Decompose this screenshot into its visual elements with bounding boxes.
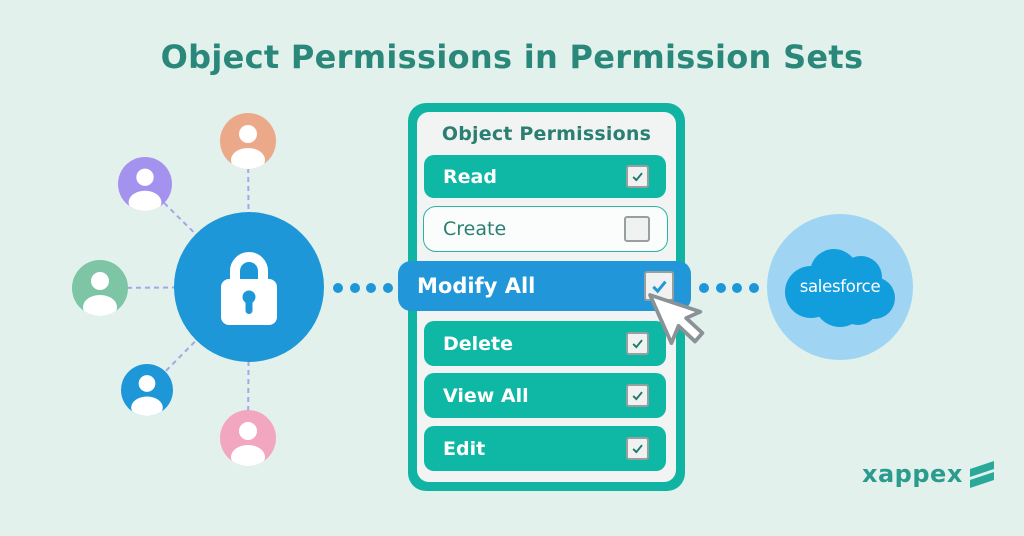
checkbox-create-unchecked[interactable] bbox=[624, 216, 650, 242]
checkbox-edit-checked[interactable] bbox=[626, 437, 649, 460]
permission-label: Delete bbox=[443, 332, 514, 355]
checkbox-delete-checked[interactable] bbox=[626, 332, 649, 355]
permission-row-read[interactable]: Read bbox=[424, 155, 666, 198]
permission-label: Create bbox=[443, 218, 507, 240]
object-permissions-card: Object Permissions Read Create Modify Al… bbox=[398, 103, 691, 491]
user-avatar-upper-left bbox=[118, 157, 172, 211]
permission-label: Modify All bbox=[417, 274, 536, 298]
hub-to-card-dots bbox=[333, 283, 393, 293]
user-avatar-lower-left bbox=[121, 364, 173, 416]
permission-row-view-all[interactable]: View All bbox=[424, 373, 666, 418]
lock-icon bbox=[221, 252, 277, 325]
card-header: Object Permissions bbox=[441, 123, 652, 145]
permission-row-modify-all[interactable]: Modify All bbox=[398, 261, 691, 311]
salesforce-cloud-icon bbox=[785, 249, 895, 327]
user-avatar-top bbox=[220, 113, 276, 169]
person-icon bbox=[131, 375, 163, 416]
permissions-hub-circle bbox=[174, 212, 324, 362]
brand-logo-text: xappex bbox=[862, 460, 963, 488]
checkmark-icon bbox=[632, 444, 643, 454]
person-icon bbox=[231, 125, 265, 169]
xappex-glyph-icon bbox=[969, 460, 994, 488]
checkbox-modify-all-checked[interactable] bbox=[644, 271, 674, 301]
checkbox-read-checked[interactable] bbox=[626, 165, 649, 188]
cursor-arrow-icon bbox=[648, 293, 705, 345]
permission-row-edit[interactable]: Edit bbox=[424, 426, 666, 471]
checkbox-view-all-checked[interactable] bbox=[626, 384, 649, 407]
permission-label: Read bbox=[443, 165, 497, 188]
brand-logo: xappex bbox=[862, 460, 994, 488]
person-icon bbox=[83, 272, 117, 316]
user-avatar-left bbox=[72, 260, 128, 316]
checkmark-icon bbox=[632, 391, 643, 401]
permission-row-create[interactable]: Create bbox=[423, 206, 668, 252]
checkmark-icon bbox=[651, 280, 667, 293]
salesforce-logo-text: salesforce bbox=[799, 277, 881, 296]
permission-label: View All bbox=[443, 384, 529, 407]
checkmark-icon bbox=[632, 339, 643, 349]
card-to-salesforce-dots bbox=[699, 283, 759, 293]
user-avatar-bottom bbox=[220, 410, 276, 466]
checkmark-icon bbox=[632, 172, 643, 182]
person-icon bbox=[231, 422, 265, 466]
permission-label: Edit bbox=[443, 437, 486, 460]
page-title: Object Permissions in Permission Sets bbox=[160, 38, 864, 76]
permission-row-delete[interactable]: Delete bbox=[424, 321, 666, 366]
person-icon bbox=[128, 168, 162, 211]
salesforce-bubble: salesforce bbox=[767, 214, 913, 360]
